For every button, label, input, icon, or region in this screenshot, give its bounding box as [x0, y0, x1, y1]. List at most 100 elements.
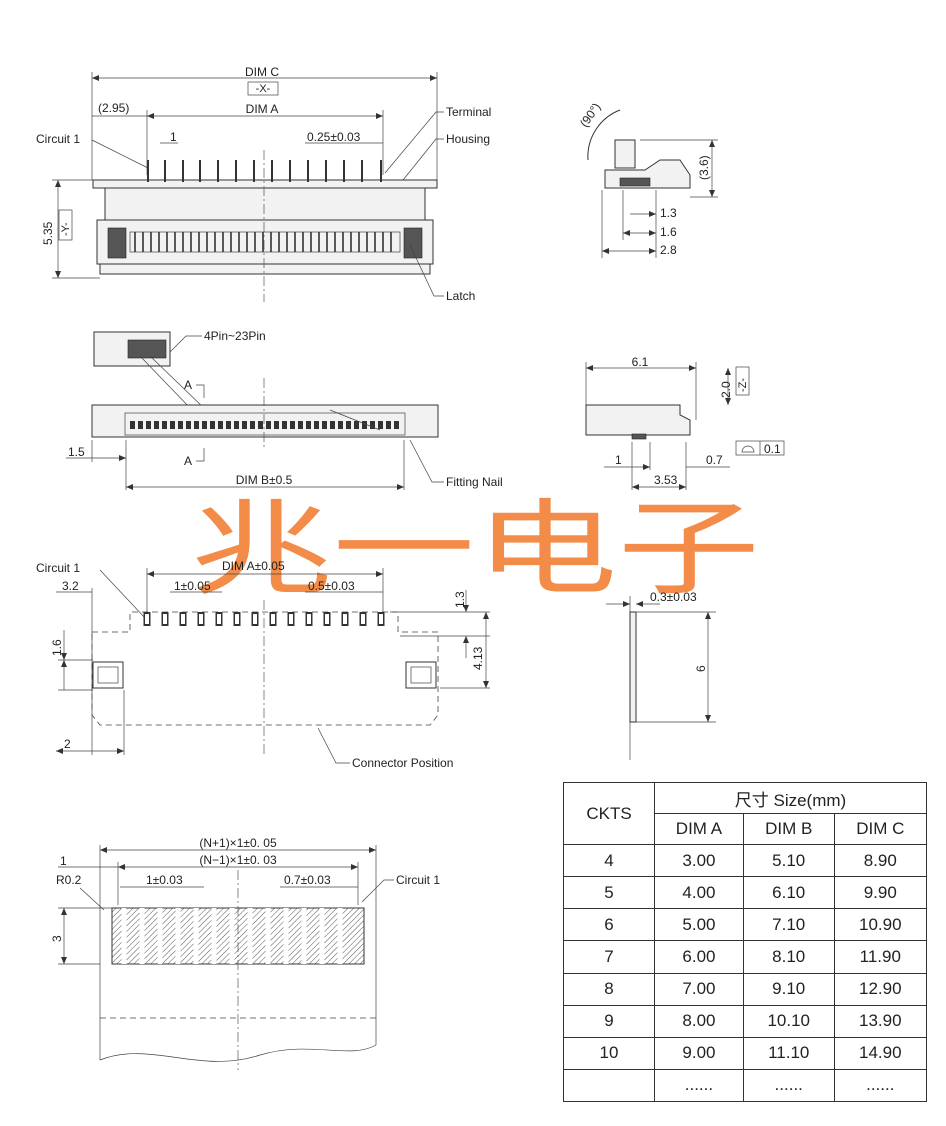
- cell-dim-a: 8.00: [654, 1004, 744, 1038]
- cell-ckts: 10: [563, 1036, 655, 1070]
- cell-dim-c: 10.90: [833, 908, 928, 942]
- fpc-pitch2: 0.7±0.03: [284, 873, 331, 887]
- col-ckts: CKTS: [563, 782, 655, 845]
- table-row: ..................: [563, 1068, 928, 1103]
- pcb-layout: Circuit 1 DIM A±0.05 3.2 1±0.05 0.5±0.03…: [36, 559, 490, 770]
- col-dim-a: DIM A: [654, 813, 744, 845]
- cell-ckts: 6: [563, 908, 655, 942]
- dim-b-label: DIM B±0.5: [236, 473, 293, 487]
- fpc-length: 6: [694, 665, 708, 672]
- top-view: DIM C -X- DIM A (2.95) 1 0.25±0.03 Circu…: [36, 65, 491, 303]
- cell-dim-c: 8.90: [833, 843, 928, 878]
- watermark-text: 兆一电子: [190, 488, 760, 610]
- cell-dim-a: ......: [654, 1068, 744, 1103]
- pin1-label: 1: [170, 130, 177, 144]
- fpc-one: 1: [60, 854, 67, 868]
- col-dim-c: DIM C: [833, 813, 928, 845]
- end-d2: 0.7: [706, 453, 723, 467]
- dim-c-label: DIM C: [245, 65, 279, 79]
- end-d1: 1: [615, 453, 622, 467]
- pcb-pitch1: 1±0.05: [174, 579, 211, 593]
- pins-label: 4Pin~23Pin: [204, 329, 266, 343]
- end-d3: 3.53: [654, 473, 678, 487]
- front-left: 1.5: [68, 445, 85, 459]
- height-535: 5.35: [41, 221, 55, 245]
- pcb-total-h: 4.13: [471, 646, 485, 670]
- cell-dim-c: 13.90: [833, 1004, 928, 1038]
- end-view: 6.1 2.0 -Z- 0.1 1 0.7 3.53: [585, 355, 785, 490]
- cell-dim-c: 9.90: [833, 876, 928, 910]
- cell-dim-c: 12.90: [833, 972, 928, 1006]
- front-view: 4Pin~23Pin A A 1.5 DIM B±0.5 Fitting Nai…: [66, 329, 503, 490]
- side-d3: 2.8: [660, 243, 677, 257]
- pcb-dim-a: DIM A±0.05: [222, 559, 285, 573]
- cell-dim-a: 4.00: [654, 876, 744, 910]
- cell-dim-b: 10.10: [742, 1004, 835, 1038]
- pcb-circuit1-label: Circuit 1: [36, 561, 80, 575]
- pcb-edge: 3.2: [62, 579, 79, 593]
- col-dim-b: DIM B: [742, 813, 835, 845]
- fpc-total: (N+1)×1±0. 05: [199, 836, 277, 850]
- end-h: 2.0: [719, 381, 733, 398]
- cell-dim-b: 9.10: [742, 972, 835, 1006]
- cell-dim-a: 5.00: [654, 908, 744, 942]
- z-datum: -Z-: [737, 378, 749, 392]
- cell-ckts: 4: [563, 843, 655, 878]
- pcb-pads: [143, 612, 385, 626]
- side-view: (90°) (3.6) 1.3 1.6 2.8: [577, 100, 718, 258]
- pcb-nail-h: 1.6: [50, 639, 64, 656]
- cell-dim-b: 5.10: [742, 843, 835, 878]
- fpc-circuit1: Circuit 1: [396, 873, 440, 887]
- cell-dim-a: 9.00: [654, 1036, 744, 1070]
- pitch-label: 0.25±0.03: [307, 130, 361, 144]
- side-d1: 1.3: [660, 206, 677, 220]
- cell-dim-c: ......: [833, 1068, 928, 1103]
- cell-ckts: 5: [563, 876, 655, 910]
- fpc-side-view: 0.3±0.03 6: [606, 590, 716, 760]
- fpc-fingers: [111, 907, 365, 965]
- cell-ckts: 9: [563, 1004, 655, 1038]
- fitting-nail-label: Fitting Nail: [446, 475, 503, 489]
- cell-dim-b: 11.10: [742, 1036, 835, 1070]
- side-d2: 1.6: [660, 225, 677, 239]
- housing-label: Housing: [446, 132, 490, 146]
- cell-dim-b: 8.10: [742, 940, 835, 974]
- cell-dim-c: 14.90: [833, 1036, 928, 1070]
- cell-dim-a: 3.00: [654, 843, 744, 878]
- size-group-header: 尺寸 Size(mm): [654, 782, 927, 814]
- side-h: (3.6): [697, 155, 711, 180]
- fpc-pitch-span: (N−1)×1±0. 03: [199, 853, 277, 867]
- top-view-pins: [129, 160, 401, 253]
- fpc-pitch1: 1±0.03: [146, 873, 183, 887]
- cell-dim-a: 6.00: [654, 940, 744, 974]
- x-datum: -X-: [256, 83, 271, 95]
- pcb-pitch2: 0.5±0.03: [308, 579, 355, 593]
- pcb-edge2: 2: [64, 737, 71, 751]
- cell-dim-b: ......: [742, 1068, 835, 1103]
- latch-label: Latch: [446, 289, 475, 303]
- cell-ckts: 8: [563, 972, 655, 1006]
- fpc-layout: (N+1)×1±0. 05 (N−1)×1±0. 03 1 R0.2 1±0.0…: [50, 836, 440, 1070]
- cell-dim-c: 11.90: [833, 940, 928, 974]
- cell-ckts: [563, 1068, 655, 1103]
- connector-position-label: Connector Position: [352, 756, 453, 770]
- section-a-top: A: [184, 378, 192, 392]
- fpc-height: 3: [50, 935, 64, 942]
- y-datum: -Y-: [60, 222, 72, 236]
- fpc-radius: R0.2: [56, 873, 82, 887]
- cell-dim-a: 7.00: [654, 972, 744, 1006]
- cell-dim-b: 7.10: [742, 908, 835, 942]
- end-flat: 0.1: [764, 442, 781, 456]
- terminal-label: Terminal: [446, 105, 491, 119]
- section-a-bottom: A: [184, 454, 192, 468]
- pcb-pad-h: 1.3: [453, 591, 467, 608]
- fpc-thickness: 0.3±0.03: [650, 590, 697, 604]
